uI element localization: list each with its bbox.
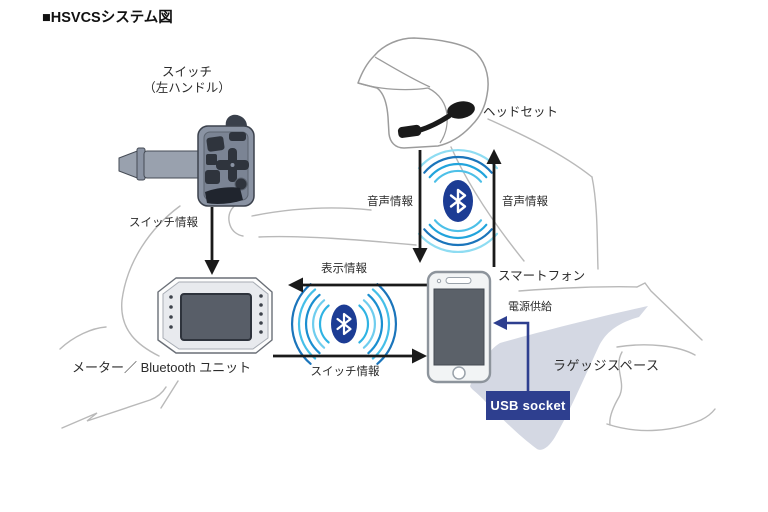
smartphone-illustration — [426, 270, 492, 384]
helmet-illustration — [357, 37, 489, 149]
smartphone-camera — [436, 278, 442, 284]
switch-illustration — [118, 114, 255, 207]
meter-screen — [180, 293, 252, 341]
smartphone-speaker — [445, 277, 472, 284]
headset-speaker — [447, 101, 475, 119]
arrow-audio-down — [412, 150, 428, 263]
diagram-title: ■HSVCSシステム図 — [42, 10, 173, 26]
arrow-audio-up — [486, 149, 502, 267]
radio-waves-audio — [417, 149, 499, 253]
arrow-switch-info-down — [204, 207, 220, 275]
arrow-display-info-left — [288, 277, 429, 293]
headset-node-label: ヘッドセット — [483, 105, 559, 119]
flow-arrows — [204, 149, 502, 364]
switch-label-line1: スイッチ — [161, 65, 212, 79]
arrow-power-supply — [493, 316, 530, 391]
bluetooth-icon-meter — [331, 304, 357, 344]
bluetooth-icon-audio — [443, 180, 473, 222]
arrow-switch-info-right — [273, 348, 427, 364]
audio-info-right-label: 音声情報 — [502, 196, 548, 208]
luggage-space-label: ラゲッジスペース — [553, 358, 660, 373]
motorcycle-rider-sketch — [59, 118, 716, 432]
audio-info-left-label: 音声情報 — [367, 196, 413, 208]
meter-node-label: メーター／ Bluetooth ユニット — [72, 360, 252, 375]
switch-info-vertical-label: スイッチ情報 — [129, 217, 198, 229]
switch-info-horizontal-label: スイッチ情報 — [310, 366, 380, 378]
meter-illustration — [157, 277, 273, 354]
smartphone-screen — [433, 288, 485, 366]
switch-label-line2: （左ハンドル） — [143, 80, 231, 95]
radio-waves-meter — [290, 283, 398, 365]
smartphone-node-label: スマートフォン — [498, 269, 586, 283]
usb-socket-badge: USB socket — [486, 391, 570, 420]
headset-icon — [397, 101, 475, 138]
switch-node-label: スイッチ （左ハンドル） — [116, 65, 258, 96]
headset-mic — [397, 124, 422, 138]
display-info-label: 表示情報 — [321, 263, 367, 275]
power-supply-label: 電源供給 — [508, 301, 552, 313]
smartphone-home-button — [452, 366, 466, 380]
